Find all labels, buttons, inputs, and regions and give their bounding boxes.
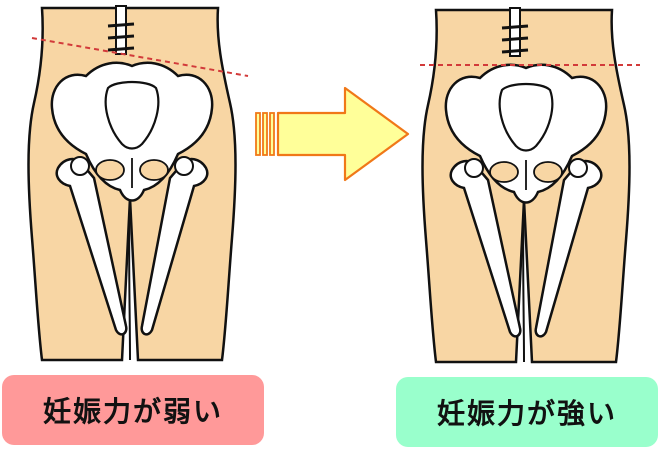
label-strong-fertility: 妊娠力が強い <box>396 377 658 447</box>
arrow-right-icon <box>255 86 410 182</box>
label-weak-fertility: 妊娠力が弱い <box>2 375 264 445</box>
figure-left <box>27 4 237 362</box>
guide-line-left <box>31 37 249 77</box>
figure-right <box>421 6 631 364</box>
